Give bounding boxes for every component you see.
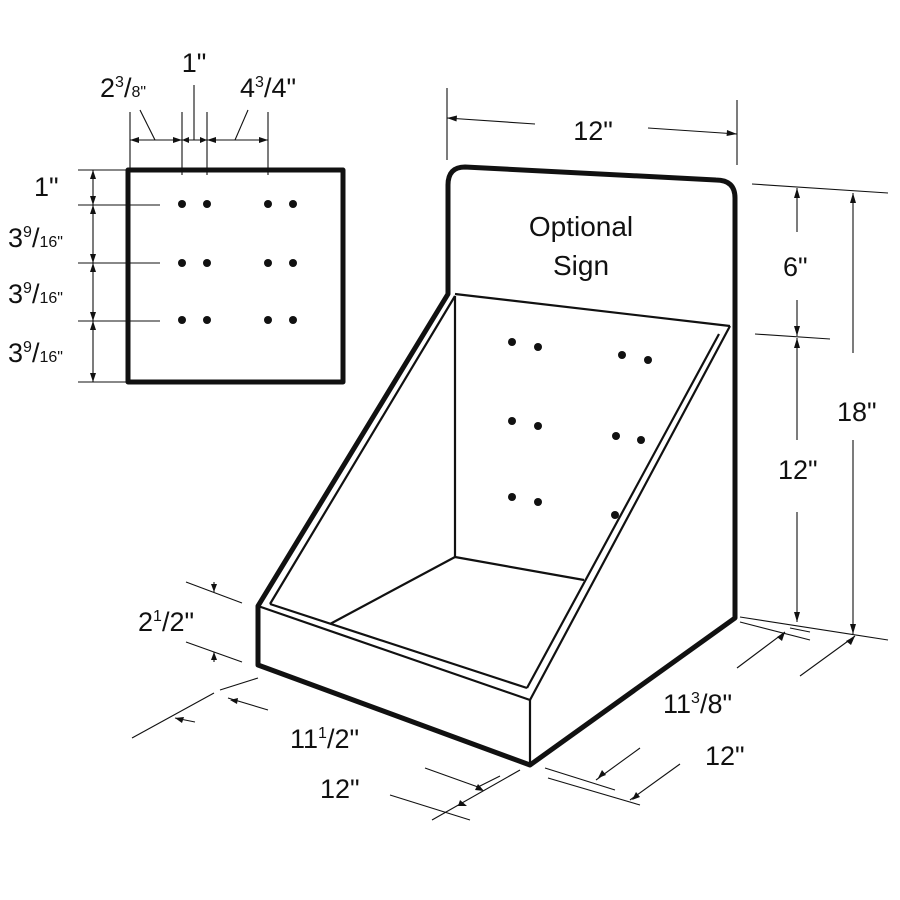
- display-box: Optional Sign: [255, 164, 738, 768]
- hole-pattern-panel: 1" 23/8" 43/4" 1" 39/16" 39/16" 39/16": [8, 48, 346, 385]
- hole: [178, 200, 186, 208]
- hole: [264, 316, 272, 324]
- right-offset-label: 43/4": [240, 73, 296, 103]
- hole: [612, 432, 620, 440]
- back-panel-holes: [508, 338, 652, 519]
- hole: [534, 343, 542, 351]
- inner-depth-label: 113/8": [663, 689, 732, 719]
- row-spacing-label-3: 39/16": [8, 338, 63, 368]
- floor-back-edge: [454, 555, 585, 582]
- top-gap-label: 1": [182, 48, 207, 78]
- panel-outline: [125, 167, 346, 385]
- outer-width-label: 12": [320, 774, 360, 804]
- hole: [618, 351, 626, 359]
- back-height-label: 12": [778, 455, 818, 485]
- hole: [289, 259, 297, 267]
- hole: [534, 422, 542, 430]
- hole: [508, 417, 516, 425]
- total-height-label: 18": [837, 397, 877, 427]
- hole: [508, 338, 516, 346]
- hole: [203, 316, 211, 324]
- sign-label-line1: Optional: [529, 211, 633, 242]
- inner-width-label: 111/2": [290, 724, 359, 754]
- sign-height-label: 6": [783, 252, 808, 282]
- hole: [289, 316, 297, 324]
- hole: [264, 259, 272, 267]
- panel-holes: [178, 200, 297, 324]
- hole: [203, 200, 211, 208]
- sign-bottom-edge: [454, 292, 731, 328]
- hole: [644, 356, 652, 364]
- hole: [178, 316, 186, 324]
- hole: [264, 200, 272, 208]
- row-spacing-label-2: 39/16": [8, 279, 63, 309]
- hole: [508, 493, 516, 501]
- sign-label-line2: Sign: [553, 250, 609, 281]
- front-lip-edge: [257, 604, 531, 702]
- outer-depth-label: 12": [705, 741, 745, 771]
- left-offset-label: 23/8": [100, 73, 146, 103]
- row-top-label: 1": [34, 172, 59, 202]
- lip-height-label: 21/2": [138, 607, 194, 637]
- hole: [534, 498, 542, 506]
- hole: [178, 259, 186, 267]
- top-width-dimension: [446, 117, 536, 125]
- top-width-label: 12": [573, 116, 613, 146]
- box-outline: [255, 164, 738, 768]
- side-panel-edge: [529, 325, 731, 701]
- hole: [637, 436, 645, 444]
- box-dimensions: 12" 6" 12" 18" 21/2": [131, 88, 889, 821]
- hole: [289, 200, 297, 208]
- hole: [611, 511, 619, 519]
- row-spacing-label-1: 39/16": [8, 223, 63, 253]
- floor-left-edge: [329, 556, 456, 625]
- hole: [203, 259, 211, 267]
